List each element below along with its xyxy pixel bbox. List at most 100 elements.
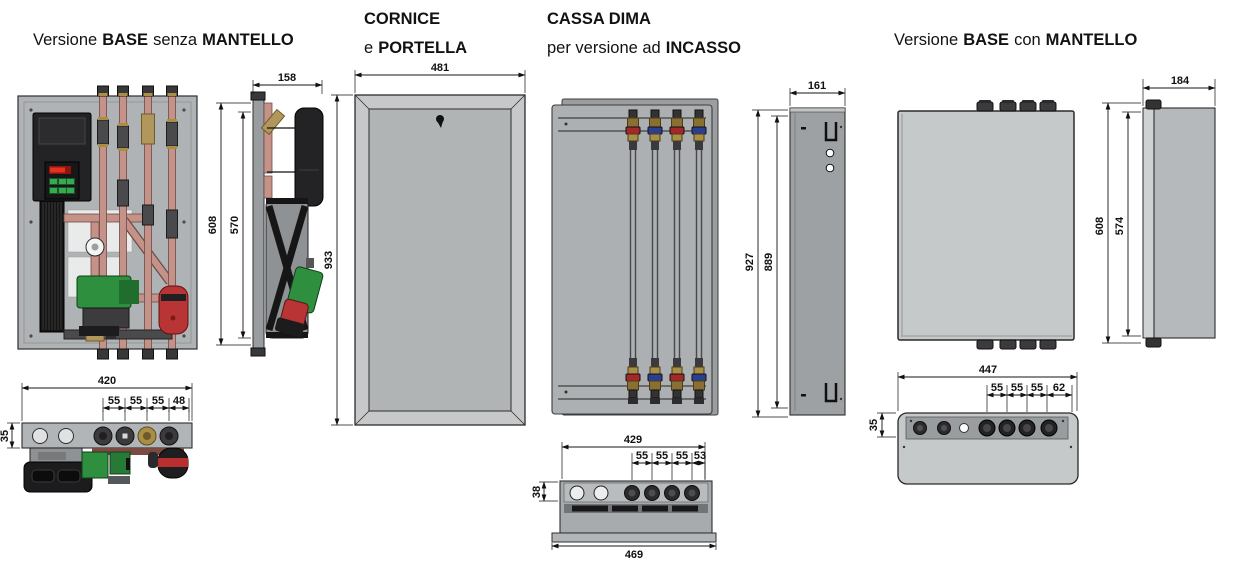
dim-left-608: 608 [207, 102, 251, 346]
dim-cornice-933: 933 [323, 94, 353, 426]
casing-bottom-fittings [976, 339, 1057, 350]
view-base-front [17, 85, 198, 360]
dim-right-608: 608 [1094, 102, 1141, 344]
red-valve-handle [625, 373, 641, 382]
dim-label: 429 [624, 434, 642, 446]
mounting-hole [593, 485, 609, 501]
dim-label: 927 [744, 253, 756, 271]
pipe-couplings [97, 113, 178, 239]
red-pump [158, 285, 189, 335]
dim-label: 447 [979, 364, 997, 376]
valve-assemblies-bottom [625, 358, 707, 404]
title-part: con [1014, 31, 1041, 49]
dim-cassa-161: 161 [789, 80, 846, 106]
dim-right-447: 447 [897, 364, 1078, 411]
dim-label: 55 [676, 450, 688, 462]
dim-right-574: 574 [1114, 111, 1141, 337]
bracket-slot [824, 383, 838, 403]
title-part-bold: CASSA DIMA [547, 10, 651, 28]
mounting-hole [569, 485, 585, 501]
dim-left-420: 420 [21, 375, 193, 421]
dim-label: 184 [1171, 75, 1190, 87]
dim-label: 570 [229, 216, 241, 234]
dim-label: 55 [152, 395, 164, 407]
dim-label: 55 [1031, 382, 1043, 394]
dim-label: 158 [278, 72, 296, 84]
title-part: senza [153, 31, 198, 49]
dim-right-35: 35 [868, 412, 896, 438]
title-part-bold: MANTELLO [202, 31, 294, 49]
blue-valve-handle [647, 373, 663, 382]
dim-label: 53 [694, 450, 706, 462]
view-cassa-front [551, 98, 719, 416]
dim-label: 38 [531, 486, 543, 498]
dim-cassa-889: 889 [763, 115, 788, 409]
title-part: Versione [894, 31, 959, 49]
title-part-bold: BASE [963, 31, 1010, 49]
dim-label: 574 [1114, 216, 1126, 235]
base-flange [551, 532, 717, 543]
dim-label: 55 [130, 395, 142, 407]
panel-screws [29, 108, 186, 338]
title-part-bold: MANTELLO [1045, 31, 1138, 49]
side-pump [274, 266, 324, 337]
dim-cassa-pitch: 55 55 55 53 [631, 450, 706, 480]
riser-pipes [629, 140, 703, 372]
blue-valve-handle [691, 373, 707, 382]
dim-cassa-38: 38 [531, 481, 558, 502]
dim-label: 469 [625, 549, 643, 561]
dim-cassa-927: 927 [744, 109, 788, 418]
view-cassa-side: 161 927 889 [744, 80, 846, 418]
title-part-bold: BASE [102, 31, 149, 49]
casing-top-fittings [976, 100, 1057, 112]
dim-label: 889 [763, 253, 775, 271]
title-part-bold: CORNICE [364, 10, 441, 28]
hex-fittings [93, 426, 179, 446]
dim-label: 55 [1011, 382, 1023, 394]
dim-label: 35 [0, 430, 11, 442]
red-valve-handle [625, 126, 641, 135]
mounting-hole [32, 428, 48, 444]
title-part-bold: PORTELLA [378, 39, 468, 57]
view-mantle-bottom: 447 55 55 55 62 35 [868, 364, 1079, 485]
title-part: per versione ad [547, 39, 661, 57]
pipe-fittings [978, 419, 1058, 437]
pipe-end-fittings [97, 85, 178, 360]
dim-label: 48 [173, 395, 185, 407]
dim-label: 62 [1053, 382, 1065, 394]
dim-right-pitch: 55 55 55 62 [986, 382, 1073, 412]
dim-label: 55 [636, 450, 648, 462]
dim-label: 420 [98, 375, 116, 387]
dim-left-570: 570 [229, 111, 251, 339]
brass-valve [141, 113, 155, 145]
dim-left-35: 35 [0, 422, 20, 449]
blue-valve-handle [647, 126, 663, 135]
mounting-hole [959, 423, 969, 433]
view-mantle-front [897, 100, 1075, 350]
control-box [32, 112, 92, 202]
display-digits [50, 167, 65, 173]
title-part: Versione [33, 31, 98, 49]
dim-label: 608 [207, 216, 219, 234]
heat-exchanger [39, 199, 65, 333]
view-base-side: 158 608 570 [207, 72, 324, 357]
flow-meter [85, 237, 105, 257]
view-cassa-bottom: 429 55 55 55 53 38 [531, 434, 717, 561]
green-pump [76, 275, 139, 336]
view-base-bottom: 420 55 55 55 48 35 [0, 375, 193, 493]
pipe-fittings [624, 485, 700, 501]
valve-assemblies-top [625, 109, 707, 150]
blue-valve-handle [691, 126, 707, 135]
dim-label: 55 [991, 382, 1003, 394]
dim-label: 481 [431, 62, 449, 74]
dim-label: 55 [108, 395, 120, 407]
dim-cornice-481: 481 [354, 62, 526, 93]
mounting-hole [58, 428, 74, 444]
view-cornice-door: 481 933 [323, 62, 526, 426]
bottom-components [23, 447, 189, 493]
dim-label: 55 [656, 450, 668, 462]
